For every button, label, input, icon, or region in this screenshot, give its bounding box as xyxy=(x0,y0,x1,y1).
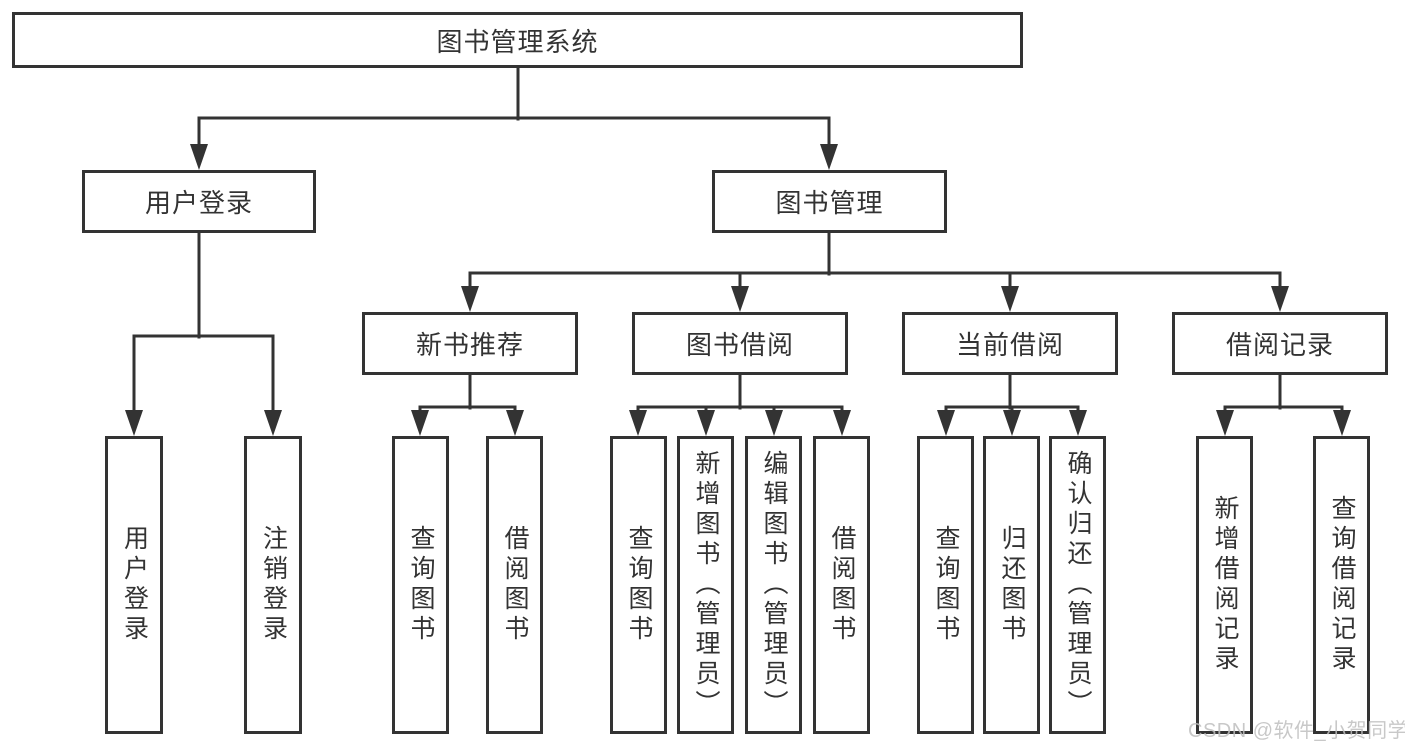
leaf-add-borrow-record: 新增借阅记录 xyxy=(1196,436,1253,734)
leaf-recommend-query-books: 查询图书 xyxy=(392,436,449,734)
leaf-borrow-query-books: 查询图书 xyxy=(610,436,667,734)
leaf-user-login: 用户登录 xyxy=(105,436,163,734)
node-book-management: 图书管理 xyxy=(712,170,947,233)
leaf-logout: 注销登录 xyxy=(244,436,302,734)
leaf-query-borrow-record: 查询借阅记录 xyxy=(1313,436,1370,734)
leaf-return-books: 归还图书 xyxy=(983,436,1040,734)
node-root-library-system: 图书管理系统 xyxy=(12,12,1023,68)
node-new-book-recommend: 新书推荐 xyxy=(362,312,578,375)
leaf-recommend-borrow-books: 借阅图书 xyxy=(486,436,543,734)
node-user-login: 用户登录 xyxy=(82,170,316,233)
leaf-confirm-return-admin: 确认归还（管理员） xyxy=(1049,436,1106,734)
node-current-borrow: 当前借阅 xyxy=(902,312,1118,375)
node-book-borrow: 图书借阅 xyxy=(632,312,848,375)
leaf-borrow-books: 借阅图书 xyxy=(813,436,870,734)
csdn-watermark: CSDN @软件_小贺同学 xyxy=(1188,720,1405,742)
leaf-edit-books-admin: 编辑图书（管理员） xyxy=(745,436,802,734)
leaf-add-books-admin: 新增图书（管理员） xyxy=(677,436,734,734)
leaf-current-query-books: 查询图书 xyxy=(917,436,974,734)
node-borrow-records: 借阅记录 xyxy=(1172,312,1388,375)
